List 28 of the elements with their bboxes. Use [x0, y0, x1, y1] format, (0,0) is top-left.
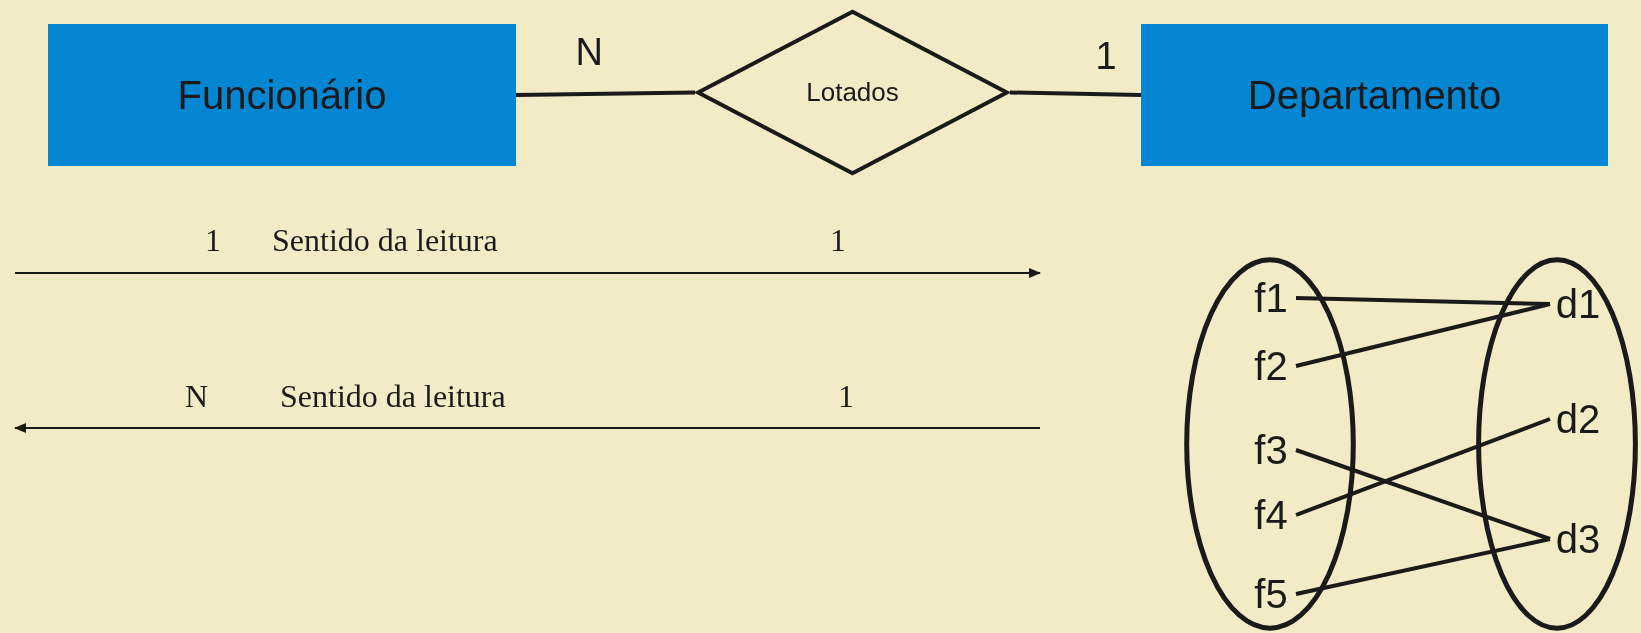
- set-element: d1: [1550, 283, 1606, 325]
- set-ellipse: [1185, 258, 1355, 630]
- reading-direction-text: Sentido da leitura: [280, 378, 506, 415]
- set-element: f1: [1246, 277, 1296, 319]
- set-element: f5: [1246, 573, 1296, 615]
- connector-line: [1295, 296, 1551, 306]
- cardinality-label: 1: [830, 222, 846, 259]
- connector-line: [1295, 448, 1551, 541]
- entity-box: Funcionário: [48, 24, 516, 166]
- set-element: d2: [1550, 398, 1606, 440]
- set-element: f3: [1246, 429, 1296, 471]
- connector-line: [1295, 537, 1551, 596]
- cardinality-label: 1: [1095, 35, 1117, 76]
- set-element: f2: [1246, 345, 1296, 387]
- entity-box: Departamento: [1141, 24, 1608, 166]
- set-ellipse: [1477, 258, 1637, 630]
- cardinality-label: N: [575, 31, 603, 72]
- connector-line: [515, 90, 696, 97]
- cardinality-label: 1: [838, 378, 854, 415]
- cardinality-label: 1: [205, 222, 221, 259]
- connector-line: [1009, 90, 1142, 97]
- set-element: d3: [1550, 518, 1606, 560]
- set-element: f4: [1246, 494, 1296, 536]
- connector-line: [1295, 417, 1551, 517]
- relationship-diamond: Lotados: [695, 10, 1010, 175]
- reading-direction-text: Sentido da leitura: [272, 222, 498, 259]
- connector-line: [1295, 302, 1551, 368]
- cardinality-label: N: [185, 378, 209, 415]
